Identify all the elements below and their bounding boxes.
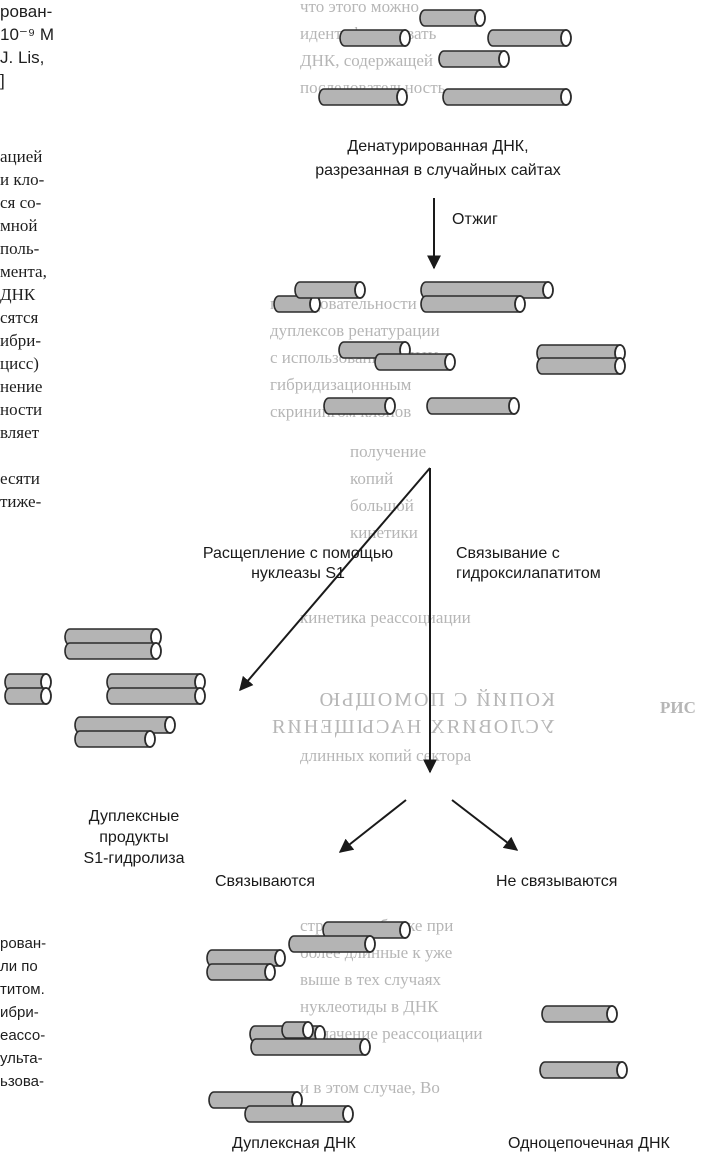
bound-duplex-strand [244,1105,354,1123]
ghost-text-block-3: получение копий большой кинетики [350,440,426,548]
annealed-strand [323,397,396,415]
ghost-text-block-5-right: РИС [660,694,696,721]
left-text-line: ьзова- [0,1073,45,1090]
left-text-line: есяти [0,469,40,488]
left-text-line: ности [0,400,43,419]
duplex-product-strand [74,730,156,748]
ghost-line: РИС [660,698,696,717]
s1-nuclease-label: Расщепление с помощью нуклеазы S1 [180,544,416,584]
label-line: разрезанная в случайных сайтах [315,162,561,179]
label-line: Дуплексные [88,808,180,825]
label-line: продукты [99,829,169,846]
hydroxyapatite-label: Связывание с гидроксилапатитом [456,544,601,584]
unbound-single-strand [541,1005,618,1023]
left-text-line: вляет [0,423,40,442]
annealed-strand [294,281,366,299]
left-text-line: рован- [0,935,47,952]
label-line: нуклеазы S1 [251,565,345,582]
left-text-top: рован- 10⁻⁹ М J. Lis, ] [0,0,54,92]
ghost-line: что этого можно [300,0,419,16]
left-text-line: еассо- [0,1027,46,1044]
bound-label: Связываются [215,873,316,890]
left-text-line: рован- [0,2,53,21]
duplex-product-strand [106,673,206,691]
annealed-strand [374,353,456,371]
ghost-line: кинетики [350,523,418,542]
left-text-line: ли по [0,958,38,975]
single-strand [339,29,411,47]
ghost-line: и в этом случае, Во [300,1078,440,1097]
left-text-line: нение [0,377,43,396]
ghost-line: большой [350,496,414,515]
left-text-line: и кло- [0,170,45,189]
unbound-label: Не связываются [496,873,618,890]
left-text-bottom: рован- ли по титом. ибри- еассо- ульта- … [0,932,46,1093]
left-text-middle: ацией и кло- ся со- мной поль- мента, ДН… [0,145,47,513]
left-text-line: ибри- [0,1004,39,1021]
left-text-line: ацией [0,147,43,166]
ghost-line: кинетика реассоциации [300,608,471,627]
label-line: Расщепление с помощью [202,545,394,562]
left-text-line: тиже- [0,492,42,511]
ghost-line: нуклеотиды в ДНК [300,997,439,1016]
single-stranded-dna-label: Одноцепочечная ДНК [508,1135,670,1152]
left-text-line: J. Lis, [0,48,45,67]
bound-duplex-strand [206,963,276,981]
denatured-dna-label: Денатурированная ДНК, разрезанная в случ… [282,135,594,183]
duplex-dna-label: Дуплексная ДНК [232,1135,356,1152]
left-text-line: мента, [0,262,47,281]
left-text-line: ] [0,71,5,90]
ghost-line: копий [350,469,394,488]
left-text-line: поль- [0,239,40,258]
left-text-line: цисс) [0,354,39,373]
ghost-text-block-4: кинетика реассоциации [300,604,471,631]
label-line: гидроксилапатитом [456,565,601,582]
single-strand [438,50,510,68]
ghost-line: получение [350,442,427,461]
bound-duplex-strand [322,921,411,939]
bound-arrow [338,799,407,853]
ghost-line: ДНК, содержащей [300,51,433,70]
left-text-line: сятся [0,308,39,327]
single-strand [487,29,572,47]
left-text-line: 10⁻⁹ М [0,25,55,44]
s1-products-label: Дуплексные продукты S1-гидролиза [44,806,224,869]
left-text-line: титом. [0,981,45,998]
annealed-strand [536,357,626,375]
annealed-strand [420,295,526,313]
unbound-arrow [451,799,519,851]
bound-duplex-strand [288,935,376,953]
bound-duplex-strand [281,1021,314,1039]
bound-duplex-strand [250,1038,371,1056]
left-text-line: мной [0,216,38,235]
s1-digest-arrow [239,467,431,692]
label-line: Связывание с [456,545,560,562]
annealed-strand [426,397,520,415]
single-strand [318,88,408,106]
left-text-line: ибри- [0,331,42,350]
ghost-line: гибридизационным [270,375,412,394]
unbound-single-strand [539,1061,628,1079]
bound-duplex-strand [208,1091,303,1109]
left-text-line [0,444,47,467]
left-text-line: ульта- [0,1050,43,1067]
left-text-line: ДНК [0,285,36,304]
duplex-product-strand [106,687,206,705]
single-strand [442,88,572,106]
ghost-line: выше в тех случаях [300,970,442,989]
ghost-line: дуплексов ренатурации [270,321,440,340]
single-strand [419,9,486,27]
duplex-product-strand [4,687,52,705]
left-text-line: ся со- [0,193,42,212]
label-line: S1-гидролиза [83,850,185,867]
label-line: Денатурированная ДНК, [347,138,529,155]
annealing-label: Отжиг [452,211,498,228]
annealed-strand [273,295,321,313]
duplex-product-strand [64,642,162,660]
